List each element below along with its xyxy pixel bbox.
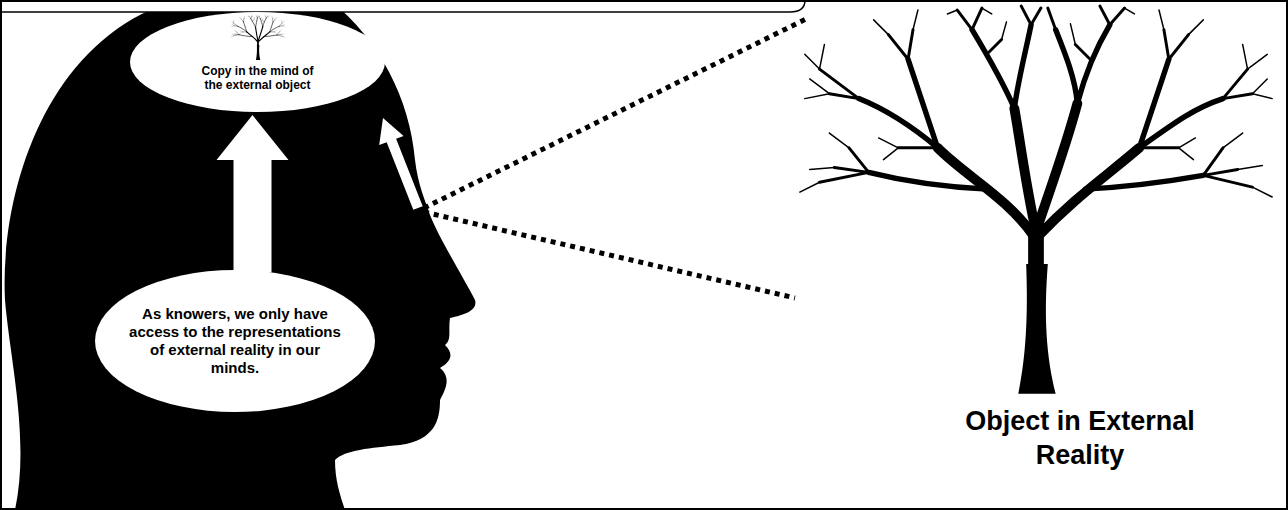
top-panel — [0, 0, 805, 12]
block-arrow — [217, 115, 289, 273]
ellipse-text: As knowers, we only have access to the r… — [124, 305, 346, 377]
eye-arrow — [379, 118, 423, 210]
sight-lines — [424, 18, 808, 298]
ellipse-text: Copy in the mind of the external object — [192, 64, 324, 93]
head-silhouette — [5, 0, 476, 510]
object-label: Object in External Reality — [955, 405, 1205, 473]
mind-ellipse: Copy in the mind of the external object — [130, 12, 385, 112]
tree-illustration — [800, 6, 1272, 394]
mind-ellipse: As knowers, we only have access to the r… — [95, 270, 375, 412]
